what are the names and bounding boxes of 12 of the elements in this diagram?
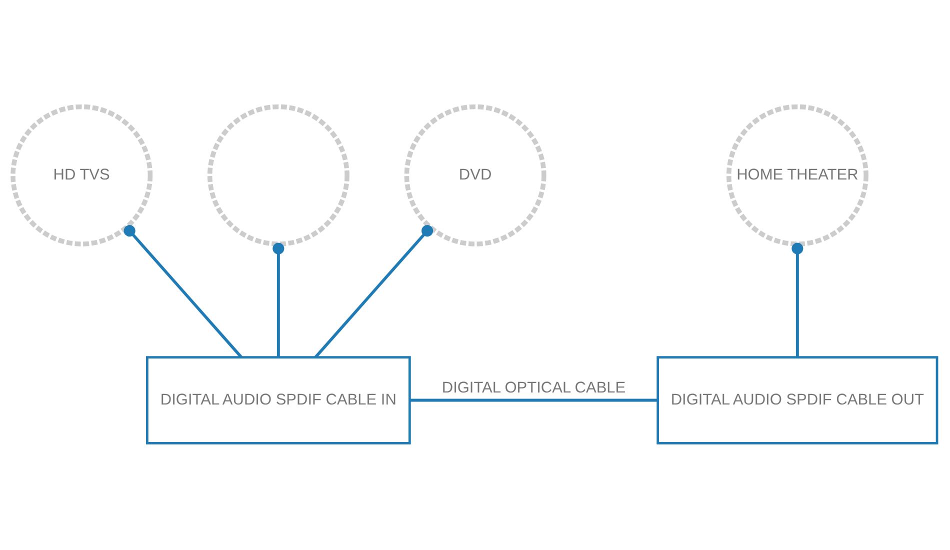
node-circle: HD TVS bbox=[10, 104, 153, 246]
connector bbox=[410, 398, 658, 402]
node-circle: DVD bbox=[404, 104, 546, 246]
edge-label: DIGITAL OPTICAL CABLE bbox=[442, 379, 626, 396]
node-circle: HOME THEATER bbox=[726, 104, 868, 246]
node-circle bbox=[207, 104, 350, 246]
connector bbox=[792, 242, 804, 358]
connector bbox=[124, 225, 242, 358]
node-box: DIGITAL AUDIO SPDIF CABLE OUT bbox=[656, 356, 938, 444]
node-box: DIGITAL AUDIO SPDIF CABLE IN bbox=[146, 356, 411, 444]
connector bbox=[314, 225, 434, 358]
connector bbox=[272, 242, 284, 358]
